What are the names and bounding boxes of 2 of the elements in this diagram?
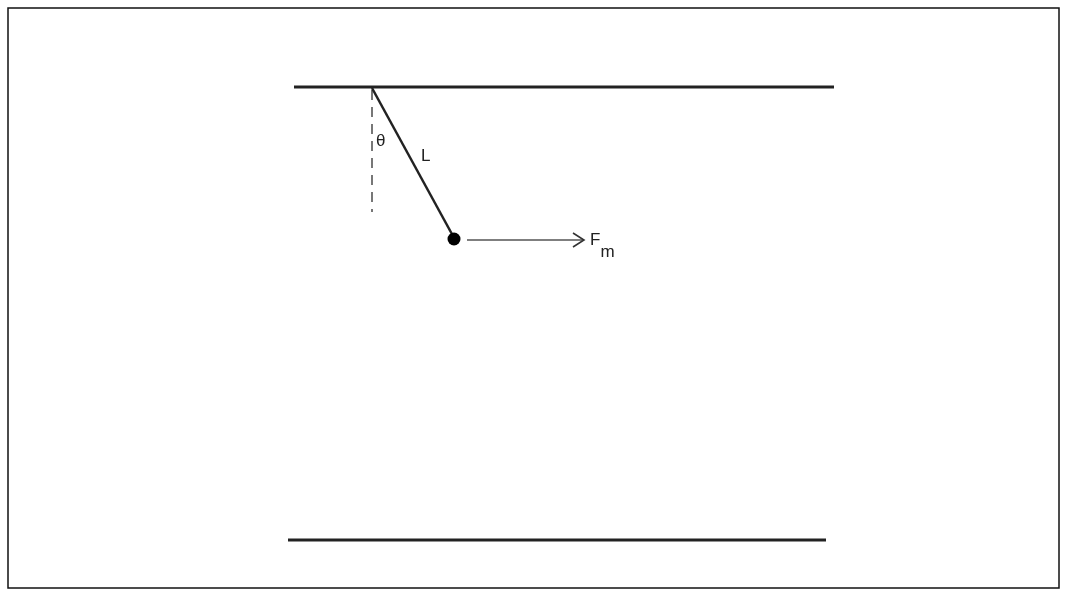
- angle-label: θ: [376, 132, 386, 149]
- length-label: L: [421, 147, 431, 164]
